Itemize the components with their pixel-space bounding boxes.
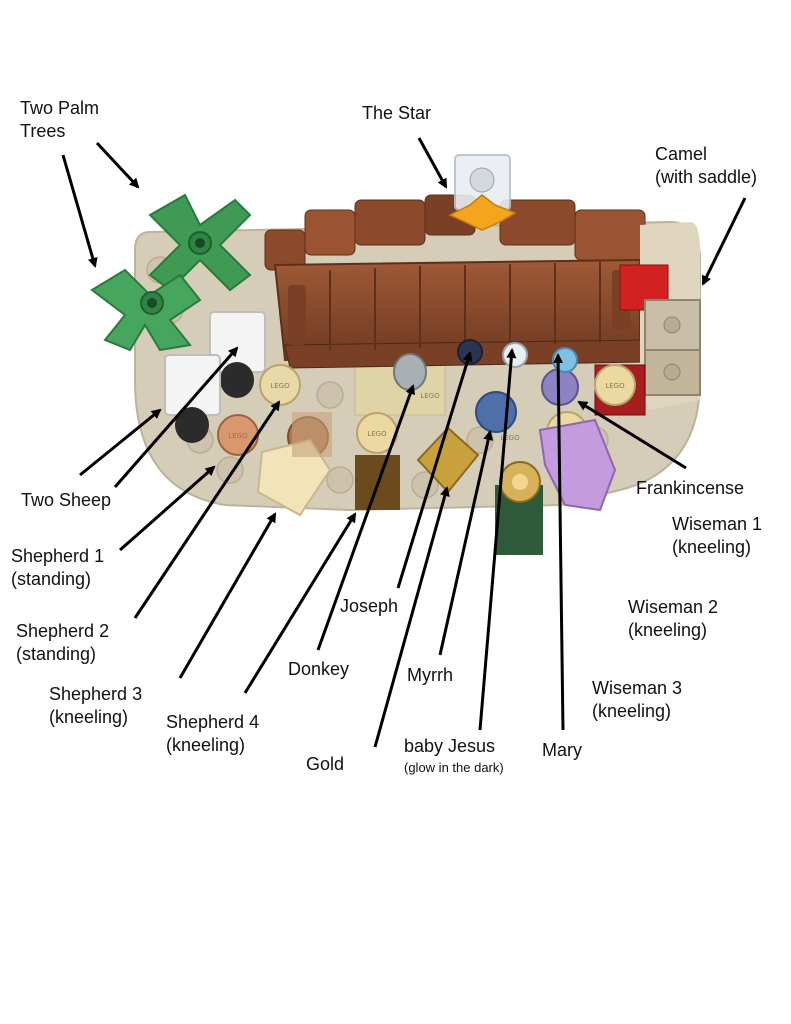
label-joseph: Joseph	[340, 596, 399, 616]
arrow-two-sheep-2	[113, 346, 239, 488]
arrow-donkey	[316, 384, 415, 651]
label-shepherd-2: Shepherd 2 (standing)	[16, 621, 110, 664]
label-the-star: The Star	[362, 103, 432, 123]
label-frankincense: Frankincense	[636, 478, 745, 498]
arrow-baby-jesus	[478, 348, 517, 731]
stud-logo-1: LEGO	[270, 382, 290, 390]
label-shepherd-3: Shepherd 3 (kneeling)	[49, 684, 143, 727]
label-wiseman-3: Wiseman 3 (kneeling)	[592, 678, 683, 721]
brown-slope	[292, 412, 332, 457]
label-two-palm-trees: Two Palm Trees	[20, 98, 100, 141]
arrow-palm-tree-2	[61, 154, 98, 268]
frankincense-jar	[495, 461, 543, 555]
palm-tree-front	[90, 268, 202, 352]
arrow-frankincense	[577, 400, 687, 470]
myrrh-stud	[475, 391, 517, 433]
stable	[264, 194, 646, 369]
callout-arrows	[61, 137, 747, 748]
arrow-mary	[553, 353, 565, 731]
nativity-model: LEGO LEGO LEGO LEGO LEGO LEGO LEGO LEGO	[90, 154, 701, 555]
stud-logo-7: LEGO	[420, 392, 440, 400]
label-two-sheep: Two Sheep	[21, 490, 112, 510]
arrow-shepherd-2	[133, 400, 281, 619]
sheep-1	[209, 311, 266, 398]
arrow-shepherd-1	[119, 465, 216, 552]
arrow-two-sheep-1	[79, 408, 162, 477]
joseph-stud	[457, 339, 483, 365]
label-gold: Gold	[306, 754, 345, 774]
stud-logo-4: LEGO	[367, 430, 387, 438]
arrow-camel	[701, 197, 747, 286]
arrow-star	[417, 137, 448, 189]
baby-jesus-stud	[502, 342, 528, 368]
label-wiseman-1: Wiseman 1 (kneeling)	[672, 514, 763, 557]
label-shepherd-4: Shepherd 4 (kneeling)	[166, 712, 260, 755]
stud-logo-5: LEGO	[605, 382, 625, 390]
arrow-gold	[373, 486, 450, 748]
arrow-palm-tree-1	[95, 141, 140, 189]
label-baby-jesus-note: (glow in the dark)	[404, 760, 504, 775]
label-camel: Camel (with saddle)	[655, 144, 758, 187]
label-baby-jesus: baby Jesus	[404, 736, 496, 756]
label-mary: Mary	[542, 740, 582, 760]
arrow-shepherd-3	[178, 512, 277, 679]
wiseman-stud-a	[594, 364, 636, 406]
label-shepherd-1: Shepherd 1 (standing)	[11, 546, 105, 589]
arrow-joseph	[396, 351, 473, 589]
label-wiseman-2: Wiseman 2 (kneeling)	[628, 597, 719, 640]
sheep-2	[164, 354, 221, 443]
arrow-myrrh	[438, 430, 494, 656]
star	[448, 154, 517, 231]
label-donkey: Donkey	[288, 659, 350, 679]
arrow-shepherd-4	[243, 512, 357, 694]
stud-logo-2: LEGO	[228, 432, 248, 440]
stud-logo-8: LEGO	[500, 434, 520, 442]
donkey-head	[393, 353, 427, 391]
palm-tree-back	[148, 193, 252, 292]
label-myrrh: Myrrh	[407, 665, 453, 685]
